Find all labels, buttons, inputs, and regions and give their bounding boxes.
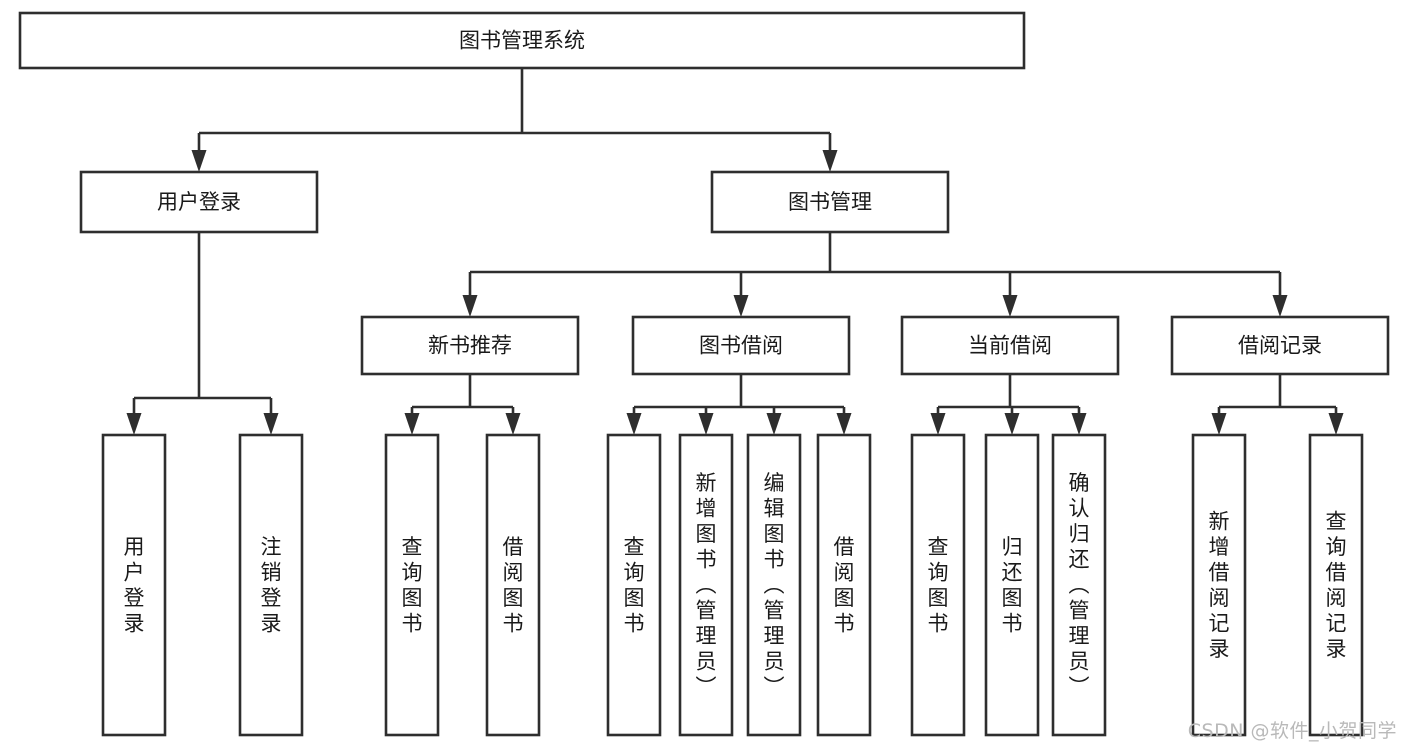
- node-leaf-8[interactable]: 查询图书: [910, 433, 966, 737]
- mgr-to-l3-2-arrowhead: [1002, 295, 1018, 317]
- node-leaf-3-rect: [485, 433, 541, 737]
- root-to-l2-1-arrowhead: [822, 150, 838, 172]
- node-leaf-7-rect: [816, 433, 872, 737]
- node-leaf-2[interactable]: 查询图书: [384, 433, 440, 737]
- node-l2-0-rect: [79, 170, 319, 234]
- node-leaf-6[interactable]: 编辑图书︵管理员︶: [746, 433, 802, 737]
- leafgrp-3-arrow-2-arrowhead: [1071, 413, 1087, 435]
- leafgrp-1-arrow-1-arrowhead: [505, 413, 521, 435]
- leafgrp-2-arrow-0-arrowhead: [626, 413, 642, 435]
- node-l3-1-label: 图书借阅: [699, 334, 783, 358]
- leafgrp-2-arrow-3-arrowhead: [836, 413, 852, 435]
- node-root-图书管理系统[interactable]: 图书管理系统: [18, 11, 1026, 70]
- mgr-to-l3-1-arrowhead: [733, 295, 749, 317]
- node-l3-2[interactable]: 当前借阅: [900, 315, 1120, 376]
- node-l3-0[interactable]: 新书推荐: [360, 315, 580, 376]
- leafgrp-1-arrow-0-arrowhead: [404, 413, 420, 435]
- leafgrp-0-arrow-0-arrowhead: [126, 413, 142, 435]
- node-leaf-4-rect: [606, 433, 662, 737]
- node-leaf-8-rect: [910, 433, 966, 737]
- root-to-l2-0-arrowhead: [191, 150, 207, 172]
- mgr-to-l3-0-arrowhead: [462, 295, 478, 317]
- node-leaf-10-rect: [1051, 433, 1107, 737]
- node-leaf-12-rect: [1308, 433, 1364, 737]
- leafgrp-4-arrow-0-arrowhead: [1211, 413, 1227, 435]
- node-l3-2-rect: [900, 315, 1120, 376]
- node-leaf-10[interactable]: 确认归还︵管理员︶: [1051, 433, 1107, 737]
- node-l3-3-label: 借阅记录: [1238, 334, 1322, 358]
- leafgrp-2-arrow-1-arrowhead: [698, 413, 714, 435]
- node-leaf-10-label: 确认归还︵管理员︶: [1069, 471, 1090, 699]
- leafgrp-4-arrow-1-arrowhead: [1328, 413, 1344, 435]
- node-l2-1-rect: [710, 170, 950, 234]
- node-l3-3[interactable]: 借阅记录: [1170, 315, 1390, 376]
- node-leaf-3-label: 借阅图书: [503, 535, 524, 636]
- node-leaf-6-label: 编辑图书︵管理员︶: [764, 471, 785, 699]
- node-leaf-0-rect: [101, 433, 167, 737]
- node-leaf-5-rect: [678, 433, 734, 737]
- node-leaf-7[interactable]: 借阅图书: [816, 433, 872, 737]
- node-leaf-2-label: 查询图书: [402, 535, 423, 636]
- node-l3-0-label: 新书推荐: [428, 334, 512, 358]
- node-leaf-3[interactable]: 借阅图书: [485, 433, 541, 737]
- node-root-图书管理系统-rect: [18, 11, 1026, 70]
- node-boxes: 图书管理系统用户登录图书管理新书推荐图书借阅当前借阅借阅记录用户登录注销登录查询…: [18, 11, 1390, 737]
- node-leaf-9[interactable]: 归还图书: [984, 433, 1040, 737]
- leafgrp-3-arrow-0-arrowhead: [930, 413, 946, 435]
- node-leaf-12[interactable]: 查询借阅记录: [1308, 433, 1364, 737]
- node-leaf-1[interactable]: 注销登录: [238, 433, 304, 737]
- node-leaf-4[interactable]: 查询图书: [606, 433, 662, 737]
- node-leaf-11-rect: [1191, 433, 1247, 737]
- node-leaf-11[interactable]: 新增借阅记录: [1191, 433, 1247, 737]
- node-leaf-4-label: 查询图书: [624, 535, 645, 636]
- node-l2-0-label: 用户登录: [157, 190, 241, 214]
- leafgrp-2-arrow-2-arrowhead: [766, 413, 782, 435]
- node-l3-0-rect: [360, 315, 580, 376]
- node-l3-3-rect: [1170, 315, 1390, 376]
- node-leaf-6-rect: [746, 433, 802, 737]
- mgr-to-l3-3-arrowhead: [1272, 295, 1288, 317]
- node-l2-0[interactable]: 用户登录: [79, 170, 319, 234]
- node-leaf-5[interactable]: 新增图书︵管理员︶: [678, 433, 734, 737]
- node-leaf-1-label: 注销登录: [261, 535, 282, 636]
- connector-lines: [126, 68, 1344, 435]
- node-leaf-11-label: 新增借阅记录: [1209, 509, 1230, 661]
- node-leaf-0[interactable]: 用户登录: [101, 433, 167, 737]
- node-leaf-9-label: 归还图书: [1002, 535, 1023, 636]
- node-leaf-7-label: 借阅图书: [834, 535, 855, 636]
- node-l3-1[interactable]: 图书借阅: [631, 315, 851, 376]
- node-leaf-12-label: 查询借阅记录: [1326, 509, 1347, 661]
- node-leaf-8-label: 查询图书: [928, 535, 949, 636]
- node-leaf-5-label: 新增图书︵管理员︶: [696, 471, 717, 699]
- node-l2-1-label: 图书管理: [788, 190, 872, 214]
- node-l2-1[interactable]: 图书管理: [710, 170, 950, 234]
- leafgrp-3-arrow-1-arrowhead: [1004, 413, 1020, 435]
- node-l3-1-rect: [631, 315, 851, 376]
- node-leaf-0-label: 用户登录: [124, 535, 145, 636]
- node-leaf-1-rect: [238, 433, 304, 737]
- node-l3-2-label: 当前借阅: [968, 334, 1052, 358]
- node-leaf-9-rect: [984, 433, 1040, 737]
- node-leaf-2-rect: [384, 433, 440, 737]
- node-root-图书管理系统-label: 图书管理系统: [459, 29, 585, 53]
- leafgrp-0-arrow-1-arrowhead: [263, 413, 279, 435]
